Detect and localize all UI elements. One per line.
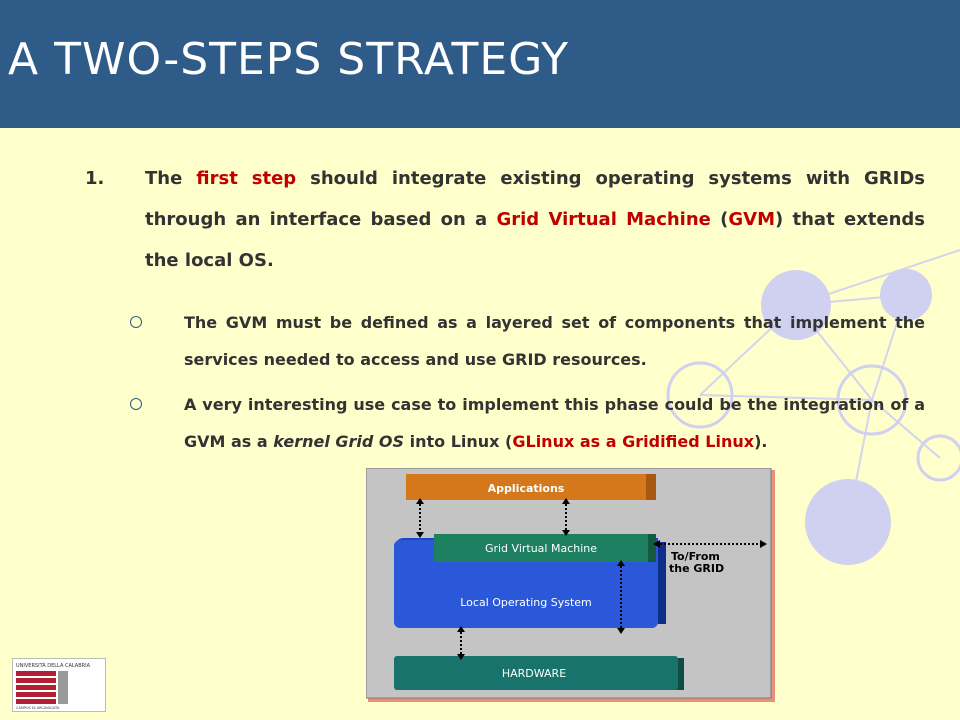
slide-title: A TWO-STEPS STRATEGY [8, 34, 569, 85]
the-grid-label: the GRID [669, 562, 724, 575]
university-logo-mark: UNIVERSITÀ DELLA CALABRIA CAMPUS DI ARCA… [16, 662, 91, 710]
bullet-text: The GVM must be defined as a layered set… [184, 313, 925, 369]
step-number: 1. [85, 168, 105, 189]
step-text-part: ) that extends the local OS. [145, 209, 926, 271]
step-text-part: ( [710, 209, 729, 230]
bullet-text-part: into Linux ( [404, 432, 513, 451]
logo-name: UNIVERSITÀ DELLA CALABRIA [16, 662, 91, 669]
applications-label: Applications [488, 482, 565, 495]
applications-layer [406, 474, 646, 500]
bullet-text: A very interesting use case to implement… [184, 386, 925, 460]
gvm-highlight: Grid Virtual Machine [496, 209, 711, 230]
bullet-text-part: ). [754, 432, 768, 451]
hardware-layer [394, 656, 678, 690]
bullet-circle-icon [130, 316, 142, 328]
local-os-label: Local Operating System [460, 596, 592, 609]
kernel-grid-os-term: kernel Grid OS [273, 432, 405, 451]
step-one-text: The first step should integrate existing… [145, 158, 925, 281]
bullet-circle-icon [130, 398, 142, 410]
title-bar: A TWO-STEPS STRATEGY [0, 0, 960, 128]
bullet-text-part: A very interesting use case to implement… [184, 395, 925, 451]
gvm-label: Grid Virtual Machine [485, 542, 597, 555]
glinux-highlight: GLinux as a Gridified Linux [512, 432, 755, 451]
architecture-diagram: Applications Local Operating System Grid… [366, 468, 775, 702]
gvm-abbrev-highlight: GVM [728, 209, 776, 230]
gvm-layer [434, 534, 648, 562]
step-text-part: The [145, 168, 197, 189]
to-from-label: To/From [671, 550, 720, 563]
first-step-highlight: first step [196, 168, 297, 189]
hardware-label: HARDWARE [502, 667, 566, 680]
university-logo: UNIVERSITÀ DELLA CALABRIA CAMPUS DI ARCA… [12, 658, 106, 712]
step-text-part: should integrate existing operating syst… [145, 168, 925, 230]
logo-campus: CAMPUS DI ARCAVACATA [16, 706, 60, 710]
